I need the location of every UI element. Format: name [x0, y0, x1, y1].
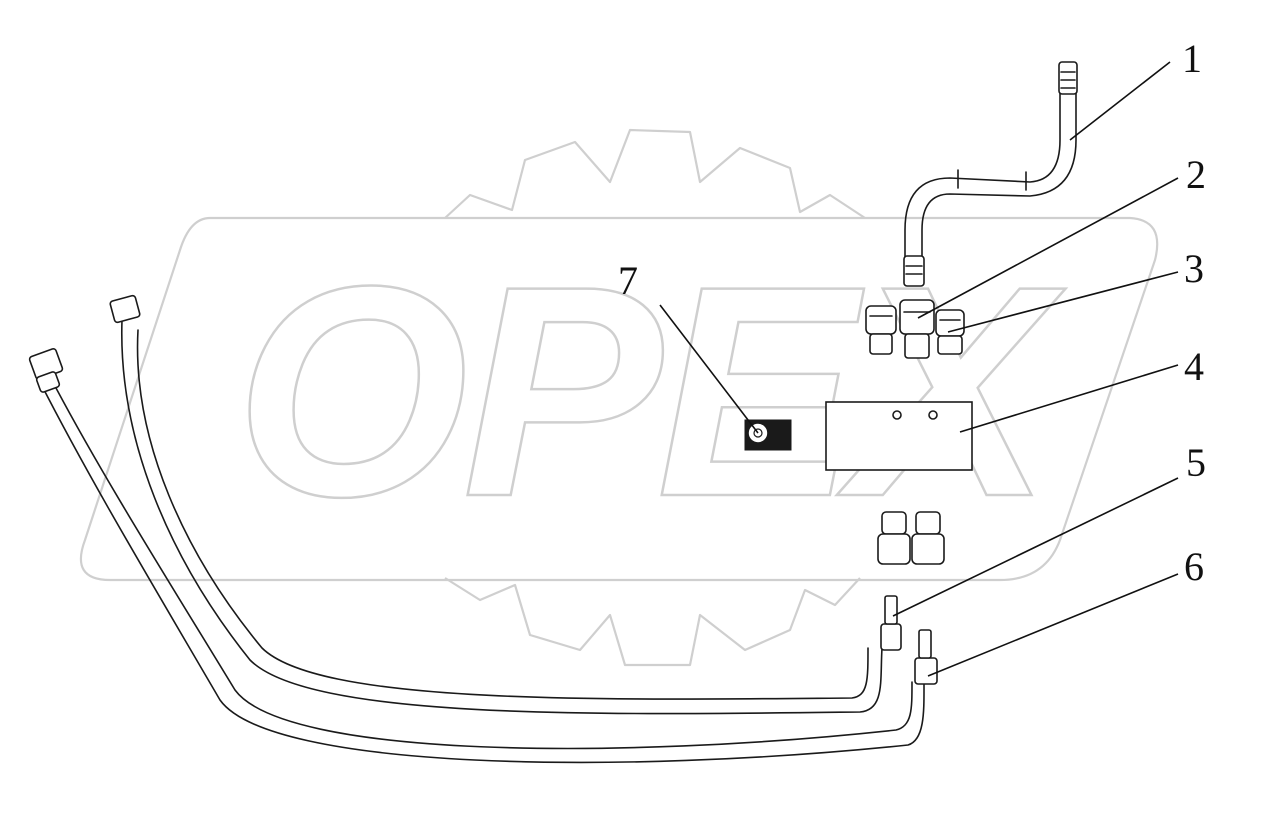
callout-1: 1: [1182, 36, 1202, 81]
callout-7: 7: [618, 258, 638, 303]
leader-5: [892, 477, 1179, 617]
part-1-bent-tube: [903, 61, 1078, 287]
callout-2: 2: [1186, 152, 1206, 197]
leader-7: [659, 304, 759, 434]
hose-assemblies: [28, 294, 938, 764]
callout-6: 6: [1184, 544, 1204, 589]
leader-lines: [659, 61, 1179, 677]
part-4-plate: [825, 401, 973, 471]
watermark-gear-outline: [444, 128, 866, 667]
callout-4: 4: [1184, 344, 1204, 389]
watermark: OPEX: [79, 128, 1159, 667]
leader-2: [917, 177, 1179, 319]
watermark-badge: [79, 216, 1159, 582]
callout-labels: 1 2 3 4 5 6 7: [618, 36, 1206, 589]
leader-4: [959, 364, 1179, 433]
leader-1: [1069, 61, 1171, 141]
callout-3: 3: [1184, 246, 1204, 291]
watermark-text: OPEX: [235, 223, 1066, 559]
leader-6: [927, 573, 1179, 677]
leader-3: [947, 271, 1179, 333]
lower-fittings: [877, 511, 945, 565]
callout-5: 5: [1186, 440, 1206, 485]
part-2-3-fittings: [865, 299, 965, 359]
